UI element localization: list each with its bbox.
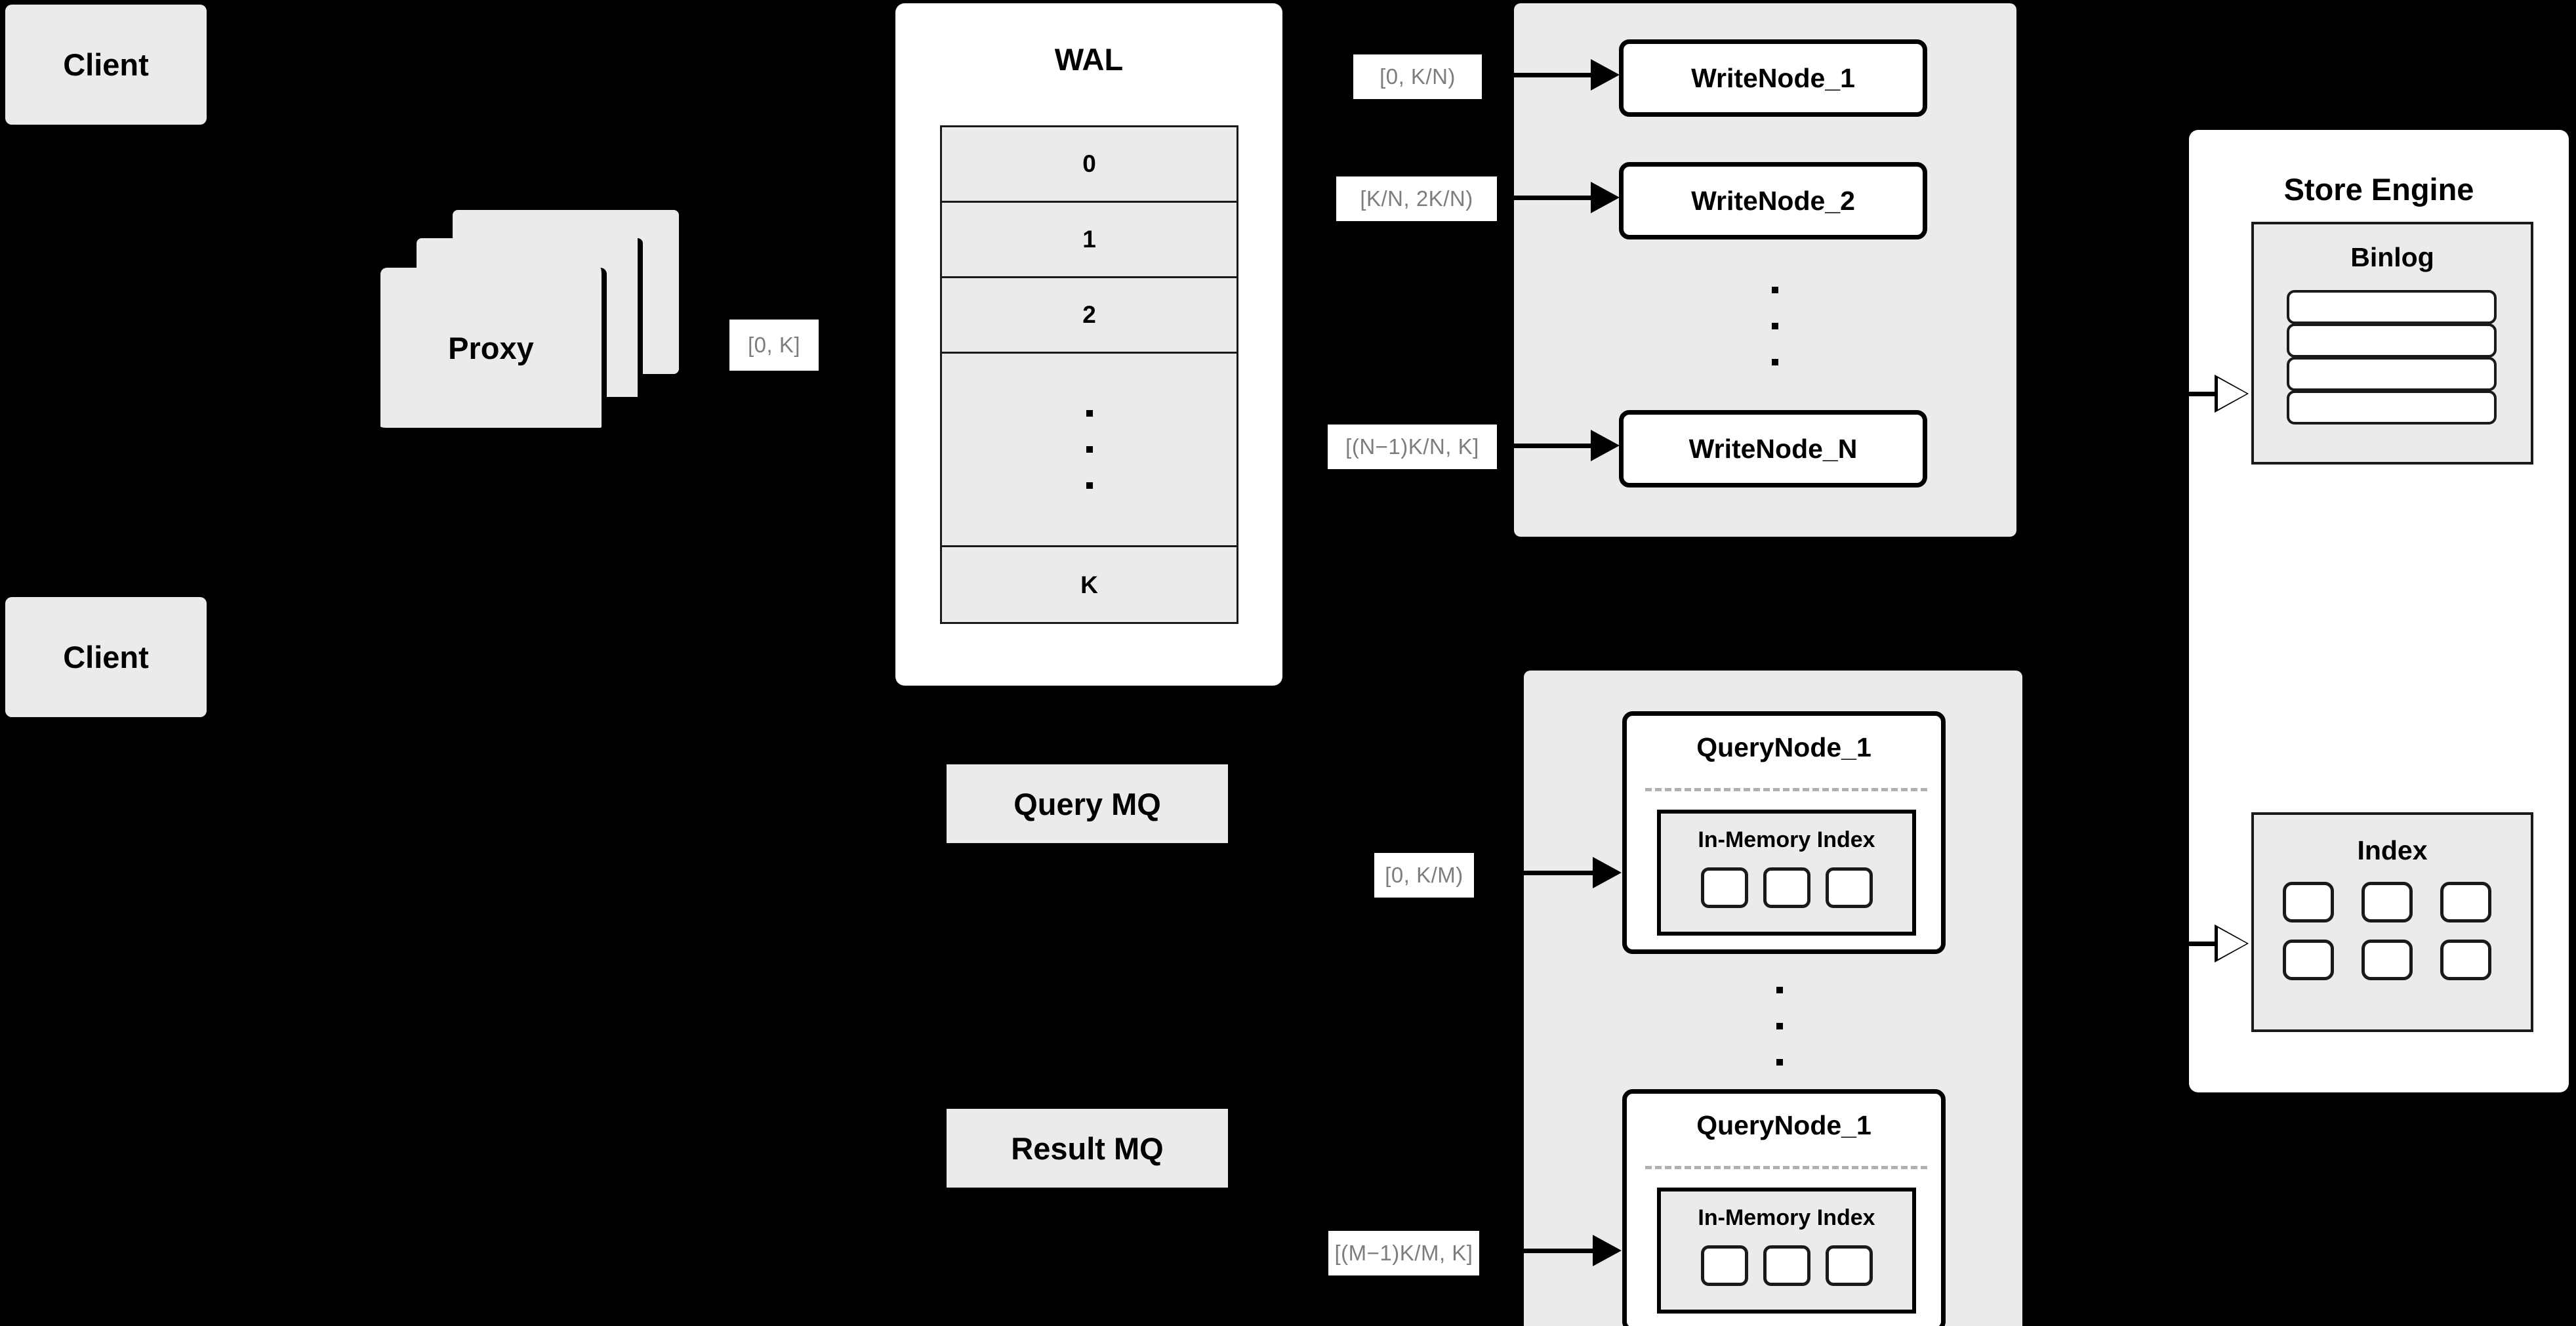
query-node-cluster: QueryNode_1 In-Memory Index QueryNode_1 … bbox=[1524, 671, 2022, 1326]
binlog-segment bbox=[2287, 390, 2497, 425]
arrow-head-to-store-index bbox=[2218, 928, 2247, 959]
index-chip bbox=[1700, 867, 1748, 908]
ellipsis-dot bbox=[1086, 446, 1093, 453]
proxy-stack[interactable]: Proxy bbox=[380, 210, 682, 433]
index-chip bbox=[2440, 940, 2491, 980]
store-index-label: Index bbox=[2357, 835, 2428, 865]
write-node-1-label: WriteNode_1 bbox=[1691, 62, 1855, 93]
query-node-1-in-memory-index: In-Memory Index bbox=[1657, 810, 1916, 936]
arrow-line-to-binlog bbox=[2189, 392, 2228, 396]
client-node-2[interactable]: Client bbox=[5, 597, 207, 717]
wal-table: 0 1 2 K bbox=[940, 125, 1238, 624]
arrow-head-to-binlog bbox=[2218, 378, 2247, 409]
edge-label-to-write-node-2: [K/N, 2K/N) bbox=[1336, 176, 1497, 221]
ellipsis-dot bbox=[1776, 1059, 1783, 1066]
proxy-card-front: Proxy bbox=[380, 268, 607, 433]
client-node-1[interactable]: Client bbox=[5, 5, 207, 125]
wal-row: K bbox=[942, 547, 1237, 623]
edge-label-to-write-node-n: [(N−1)K/N, K] bbox=[1328, 425, 1497, 469]
arrow-line-to-write-node-1 bbox=[1514, 73, 1599, 77]
query-mq-node[interactable]: Query MQ bbox=[947, 764, 1228, 843]
arrow-line-to-store-index bbox=[2189, 942, 2228, 946]
index-chip bbox=[2283, 940, 2334, 980]
index-chip bbox=[1700, 1245, 1748, 1286]
wal-row: 1 bbox=[942, 203, 1237, 278]
wal-row-value: 2 bbox=[1082, 301, 1096, 328]
edge-label-to-query-node-2: [(M−1)K/M, K] bbox=[1328, 1231, 1479, 1275]
write-node-2-label: WriteNode_2 bbox=[1691, 185, 1855, 216]
result-mq-node[interactable]: Result MQ bbox=[947, 1109, 1228, 1188]
arrow-line-to-query-node-2 bbox=[1524, 1249, 1600, 1253]
write-node-2[interactable]: WriteNode_2 bbox=[1619, 162, 1927, 239]
arrow-line-to-write-node-2 bbox=[1514, 196, 1599, 200]
binlog-segment bbox=[2287, 290, 2497, 324]
client-node-2-label: Client bbox=[63, 640, 149, 674]
arrow-line-to-query-node-1 bbox=[1524, 871, 1600, 875]
index-chip bbox=[1825, 867, 1873, 908]
ellipsis-dot bbox=[1776, 1023, 1783, 1029]
in-memory-index-label: In-Memory Index bbox=[1698, 827, 1875, 852]
wal-row: 0 bbox=[942, 127, 1237, 203]
write-node-cluster: WriteNode_1 WriteNode_2 WriteNode_N bbox=[1514, 3, 2016, 537]
query-node-1-label: QueryNode_1 bbox=[1696, 732, 1871, 762]
edge-label-to-query-node-1: [0, K/M) bbox=[1374, 853, 1474, 898]
query-node-2-separator bbox=[1645, 1166, 1927, 1169]
query-node-1-separator bbox=[1645, 788, 1927, 791]
write-node-n[interactable]: WriteNode_N bbox=[1619, 410, 1927, 487]
wal-row-value: 0 bbox=[1082, 150, 1096, 177]
write-node-n-label: WriteNode_N bbox=[1688, 433, 1858, 464]
query-node-1[interactable]: QueryNode_1 In-Memory Index bbox=[1622, 711, 1946, 954]
wal-row-value: 1 bbox=[1082, 226, 1096, 253]
wal-row-value: K bbox=[1080, 571, 1098, 598]
arrow-line-to-write-node-n bbox=[1514, 444, 1599, 448]
wal-title: WAL bbox=[1054, 41, 1124, 77]
client-node-1-label: Client bbox=[63, 47, 149, 82]
index-chip bbox=[2283, 882, 2334, 922]
ellipsis-dot bbox=[1772, 359, 1778, 365]
query-node-2-label: QueryNode_1 bbox=[1696, 1109, 1871, 1140]
binlog-segment bbox=[2287, 323, 2497, 358]
ellipsis-dot bbox=[1772, 287, 1778, 293]
wal-row-ellipsis bbox=[942, 354, 1237, 547]
index-chip bbox=[2440, 882, 2491, 922]
wal-row: 2 bbox=[942, 278, 1237, 354]
ellipsis-dot bbox=[1776, 987, 1783, 993]
arrow-head-to-query-node-1 bbox=[1593, 857, 1622, 888]
arrow-head-to-write-node-n bbox=[1591, 430, 1620, 461]
edge-label-proxy-to-wal: [0, K] bbox=[729, 320, 819, 371]
ellipsis-dot bbox=[1772, 323, 1778, 329]
store-engine-title: Store Engine bbox=[2283, 171, 2474, 207]
proxy-label: Proxy bbox=[448, 330, 534, 365]
index-chip bbox=[1825, 1245, 1873, 1286]
index-chip bbox=[2361, 882, 2413, 922]
query-mq-label: Query MQ bbox=[1013, 786, 1161, 821]
ellipsis-dot bbox=[1086, 410, 1093, 417]
binlog-label: Binlog bbox=[2350, 241, 2434, 272]
edge-label-to-write-node-1: [0, K/N) bbox=[1353, 54, 1482, 99]
write-node-1[interactable]: WriteNode_1 bbox=[1619, 39, 1927, 117]
binlog-box: Binlog bbox=[2251, 222, 2533, 465]
binlog-segment bbox=[2287, 357, 2497, 391]
query-node-2[interactable]: QueryNode_1 In-Memory Index bbox=[1622, 1089, 1946, 1326]
index-chip bbox=[1763, 1245, 1810, 1286]
store-engine-panel: Store Engine Binlog Index bbox=[2189, 130, 2569, 1092]
wal-panel: WAL 0 1 2 K bbox=[895, 3, 1282, 686]
index-chip bbox=[2361, 940, 2413, 980]
query-node-2-in-memory-index: In-Memory Index bbox=[1657, 1188, 1916, 1314]
index-chip bbox=[1763, 867, 1810, 908]
store-index-box: Index bbox=[2251, 812, 2533, 1032]
ellipsis-dot bbox=[1086, 482, 1093, 489]
arrow-head-to-write-node-2 bbox=[1591, 182, 1620, 213]
arrow-head-to-query-node-2 bbox=[1593, 1235, 1622, 1266]
in-memory-index-label: In-Memory Index bbox=[1698, 1205, 1875, 1230]
arrow-head-to-write-node-1 bbox=[1591, 59, 1620, 91]
result-mq-label: Result MQ bbox=[1011, 1130, 1164, 1166]
